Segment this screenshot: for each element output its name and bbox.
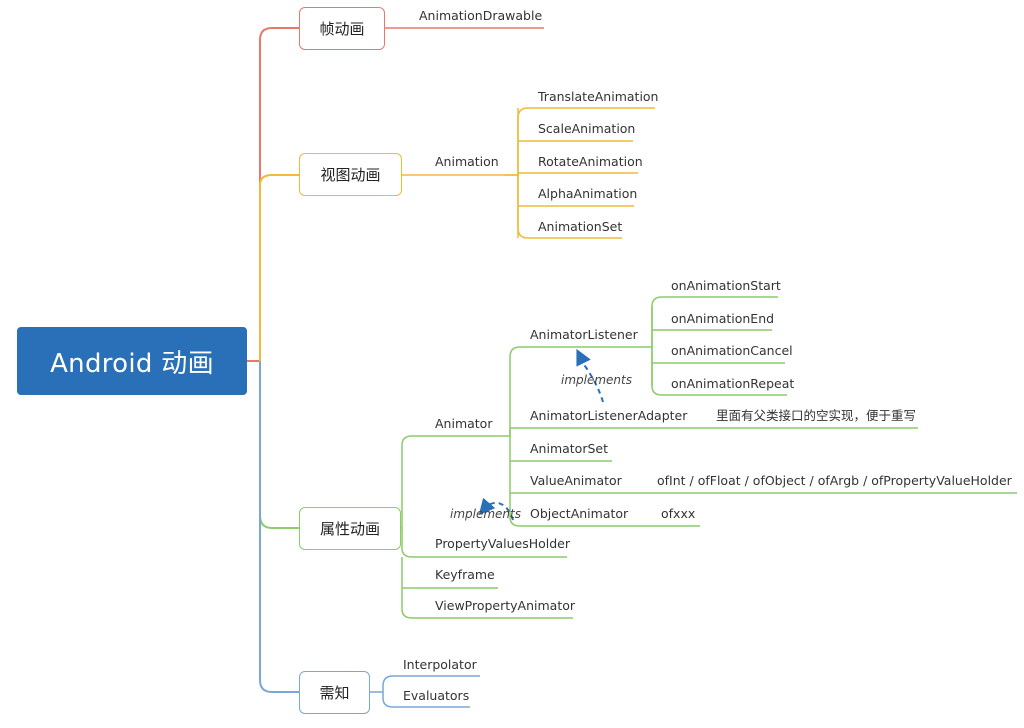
link-objectanimator: [509, 493, 700, 527]
node-animation-drawable[interactable]: AnimationDrawable: [419, 8, 543, 23]
topic-notice[interactable]: 需知: [299, 671, 370, 714]
link-rotate: [505, 172, 638, 176]
link-listeneradapter: [509, 427, 918, 436]
link-onrepeat: [651, 363, 787, 396]
node-translate-animation[interactable]: TranslateAnimation: [538, 89, 659, 104]
node-on-animation-repeat[interactable]: onAnimationRepeat: [671, 376, 795, 391]
node-animator-listener-adapter[interactable]: AnimatorListenerAdapter: [530, 408, 688, 423]
node-on-animation-end[interactable]: onAnimationEnd: [671, 311, 775, 326]
link-root-view: [259, 174, 299, 186]
note-value-animator-methods[interactable]: ofInt / ofFloat / ofObject / ofArgb / of…: [657, 473, 1012, 488]
link-propertyvaluesholder: [401, 528, 567, 558]
node-animator-set[interactable]: AnimatorSet: [530, 441, 608, 456]
node-view-property-animator[interactable]: ViewPropertyAnimator: [435, 598, 576, 613]
node-on-animation-cancel[interactable]: onAnimationCancel: [671, 343, 793, 358]
topic-view-animation[interactable]: 视图动画: [299, 153, 402, 196]
node-value-animator[interactable]: ValueAnimator: [530, 473, 622, 488]
link-root-property: [259, 361, 299, 529]
root-topic[interactable]: Android 动画: [17, 327, 247, 395]
node-animation-set[interactable]: AnimationSet: [538, 219, 623, 234]
note-listener-adapter[interactable]: 里面有父类接口的空实现，便于重写: [716, 408, 917, 423]
node-animator-listener[interactable]: AnimatorListener: [530, 327, 638, 342]
link-root-notice: [259, 361, 299, 693]
link-evaluators: [382, 692, 470, 708]
link-interpolator: [370, 675, 480, 693]
topic-property-animation[interactable]: 属性动画: [299, 507, 401, 550]
node-scale-animation[interactable]: ScaleAnimation: [538, 121, 636, 136]
relation-implements-listener[interactable]: implements: [561, 373, 632, 387]
node-animation[interactable]: Animation: [435, 154, 499, 169]
topic-frame-animation[interactable]: 帧动画: [299, 7, 385, 50]
node-property-values-holder[interactable]: PropertyValuesHolder: [435, 536, 571, 551]
node-alpha-animation[interactable]: AlphaAnimation: [538, 186, 638, 201]
note-object-animator-methods[interactable]: ofxxx: [661, 506, 696, 521]
node-object-animator[interactable]: ObjectAnimator: [530, 506, 629, 521]
node-animator[interactable]: Animator: [435, 416, 493, 431]
implements-arrow-listener: [576, 348, 604, 403]
link-viewpropertyanimator: [401, 588, 573, 619]
node-rotate-animation[interactable]: RotateAnimation: [538, 154, 643, 169]
node-keyframe[interactable]: Keyframe: [435, 567, 495, 582]
relation-implements-value-animator[interactable]: implements: [450, 507, 521, 521]
link-animator: [384, 435, 500, 529]
link-root-frame: [247, 27, 299, 362]
node-evaluators[interactable]: Evaluators: [403, 688, 470, 703]
node-interpolator[interactable]: Interpolator: [403, 657, 477, 672]
node-on-animation-start[interactable]: onAnimationStart: [671, 278, 781, 293]
link-onstart: [648, 296, 778, 348]
link-animatorlistener: [500, 346, 648, 437]
